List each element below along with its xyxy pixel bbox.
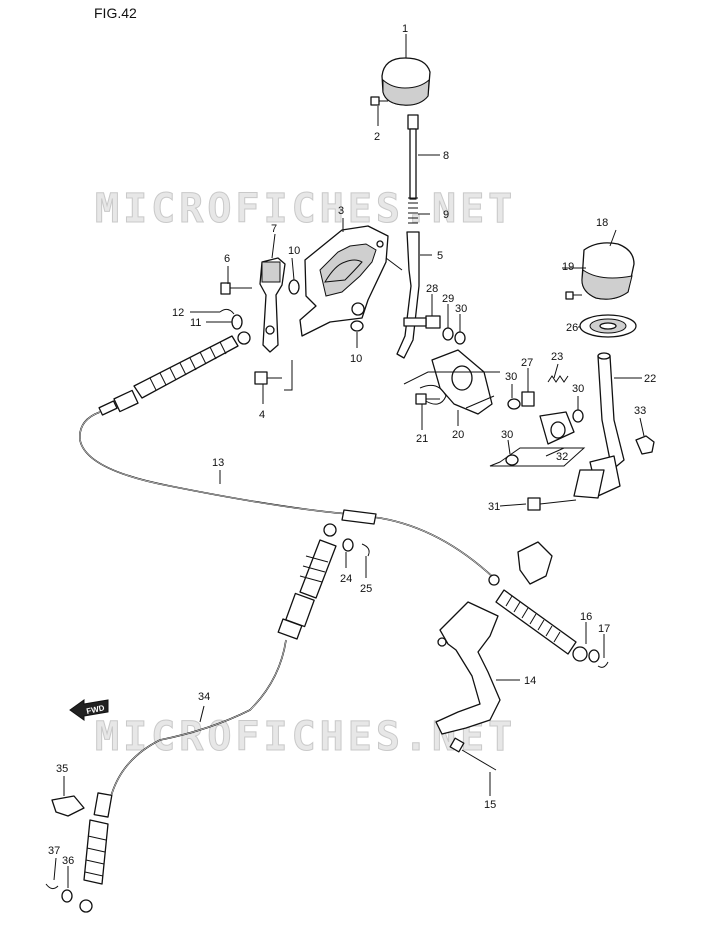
clip-17 [597, 661, 609, 668]
callout-3: 3 [338, 205, 344, 217]
callout-15: 15 [484, 799, 496, 811]
callout-29: 29 [442, 293, 454, 305]
knob-18 [581, 242, 635, 300]
joint-32 [539, 411, 575, 445]
cable-13 [79, 331, 588, 662]
clip-12 [219, 308, 235, 315]
screw-19 [565, 291, 582, 300]
washer-10b [350, 320, 364, 332]
callout-7: 7 [271, 223, 277, 235]
washer-29 [442, 327, 454, 341]
callout-19: 19 [562, 261, 574, 273]
callout-34: 34 [198, 691, 210, 703]
callout-30d: 30 [501, 429, 513, 441]
callout-28: 28 [426, 283, 438, 295]
shift-knob [381, 57, 431, 106]
callout-24: 24 [340, 573, 352, 585]
bolt-31 [527, 497, 577, 511]
lever-bracket [259, 257, 286, 353]
forward-arrow-icon: FWD [69, 699, 109, 721]
figure-caption: FIG.42 [94, 5, 137, 21]
washer-30b [507, 398, 521, 410]
callout-10b: 10 [350, 353, 362, 365]
spring-23 [547, 375, 569, 383]
callout-2: 2 [374, 131, 380, 143]
callout-26: 26 [566, 322, 578, 334]
callout-1: 1 [402, 23, 408, 35]
clip-25 [361, 543, 370, 557]
clip-35 [51, 795, 85, 817]
callout-4: 4 [259, 409, 265, 421]
callout-20: 20 [452, 429, 464, 441]
callout-13: 13 [212, 457, 224, 469]
callout-30a: 30 [455, 303, 467, 315]
callout-35: 35 [56, 763, 68, 775]
callout-21: 21 [416, 433, 428, 445]
bolt-15 [449, 737, 497, 771]
callout-8: 8 [443, 150, 449, 162]
pin-27 [521, 391, 535, 407]
bolt-21 [415, 393, 440, 405]
pivot-bracket-20 [419, 349, 495, 415]
callout-18: 18 [596, 217, 608, 229]
leader-lines [53, 34, 645, 888]
washer-30d [505, 454, 519, 466]
watermark-top: MICROFICHES.NET [95, 186, 516, 232]
callout-36: 36 [62, 855, 74, 867]
callout-32: 32 [556, 451, 568, 463]
bolt-6 [220, 282, 252, 295]
bracket-14 [435, 601, 501, 735]
washer-16 [588, 649, 600, 663]
callout-23: 23 [551, 351, 563, 363]
forward-label: FWD [86, 703, 106, 716]
assembly-guide-right [489, 447, 586, 467]
washer-24 [342, 538, 354, 552]
clip-bracket-upper [517, 541, 553, 585]
washer-30a [454, 331, 466, 345]
callout-22: 22 [644, 373, 656, 385]
callout-17: 17 [598, 623, 610, 635]
washer-10a [288, 279, 300, 295]
callout-6: 6 [224, 253, 230, 265]
callout-25: 25 [360, 583, 372, 595]
callout-37: 37 [48, 845, 60, 857]
callouts: 1 2 3 4 5 6 7 8 9 10 10 11 12 13 14 15 1… [48, 23, 656, 867]
screw-2 [370, 96, 388, 106]
callout-16: 16 [580, 611, 592, 623]
assembly-guide-20 [403, 371, 500, 385]
shift-gate-plate [299, 225, 403, 337]
callout-10a: 10 [288, 245, 300, 257]
lever-22 [573, 352, 625, 499]
callout-30c: 30 [572, 383, 584, 395]
nut-33 [635, 435, 655, 455]
callout-9: 9 [443, 209, 449, 221]
bolt-4 [254, 371, 282, 385]
callout-33: 33 [634, 405, 646, 417]
cable-34 [79, 523, 337, 913]
boot-26 [579, 314, 637, 338]
callout-31: 31 [488, 501, 500, 513]
washer-36 [61, 889, 73, 903]
callout-27: 27 [521, 357, 533, 369]
washer-30c [572, 409, 584, 423]
washer-11 [231, 314, 243, 330]
callout-11: 11 [190, 317, 201, 329]
callout-5: 5 [437, 250, 443, 262]
assembly-guide-4 [284, 360, 293, 391]
clip-37 [45, 883, 59, 890]
callout-14: 14 [524, 675, 536, 687]
callout-30b: 30 [505, 371, 517, 383]
shaft-28 [403, 315, 441, 329]
callout-12: 12 [172, 307, 184, 319]
